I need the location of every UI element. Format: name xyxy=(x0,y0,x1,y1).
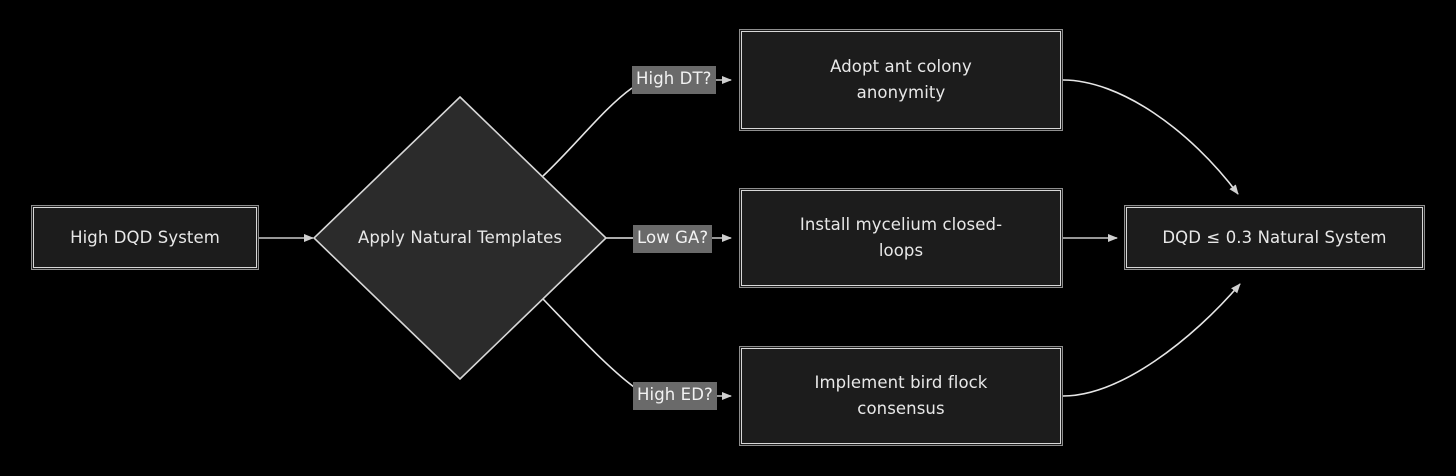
edge-branch-bot-to-end xyxy=(1062,283,1241,397)
line-1: Implement bird flock xyxy=(814,373,988,393)
line-2: consensus xyxy=(857,399,945,418)
line-2: loops xyxy=(878,241,924,260)
edge-branch-top-to-end xyxy=(1062,79,1239,195)
line-1: Adopt ant colony xyxy=(830,57,972,77)
node-adopt-ant-colony-anonymity[interactable]: Adopt ant colony anonymity xyxy=(739,29,1063,131)
diamond-shape xyxy=(313,96,607,380)
node-implement-bird-flock-consensus-label: Implement bird flock consensus xyxy=(799,370,1004,421)
node-adopt-ant-colony-anonymity-label: Adopt ant colony anonymity xyxy=(814,54,988,105)
node-dqd-natural-system[interactable]: DQD ≤ 0.3 Natural System xyxy=(1124,205,1425,270)
node-apply-natural-templates[interactable]: Apply Natural Templates xyxy=(313,96,607,380)
edge-label-low-ga: Low GA? xyxy=(633,225,713,253)
node-high-dqd-system[interactable]: High DQD System xyxy=(31,205,259,270)
node-high-dqd-system-label: High DQD System xyxy=(70,227,220,247)
line-1: Install mycelium closed- xyxy=(799,215,1003,235)
node-implement-bird-flock-consensus[interactable]: Implement bird flock consensus xyxy=(739,346,1063,446)
node-install-mycelium-closed-loops[interactable]: Install mycelium closed- loops xyxy=(739,188,1063,288)
edge-label-high-dt: High DT? xyxy=(632,66,716,94)
line-2: anonymity xyxy=(856,83,946,102)
node-install-mycelium-closed-loops-label: Install mycelium closed- loops xyxy=(784,212,1018,263)
node-apply-natural-templates-label: Apply Natural Templates xyxy=(357,228,563,248)
node-dqd-natural-system-label: DQD ≤ 0.3 Natural System xyxy=(1162,227,1387,247)
edge-label-high-ed: High ED? xyxy=(633,382,717,410)
